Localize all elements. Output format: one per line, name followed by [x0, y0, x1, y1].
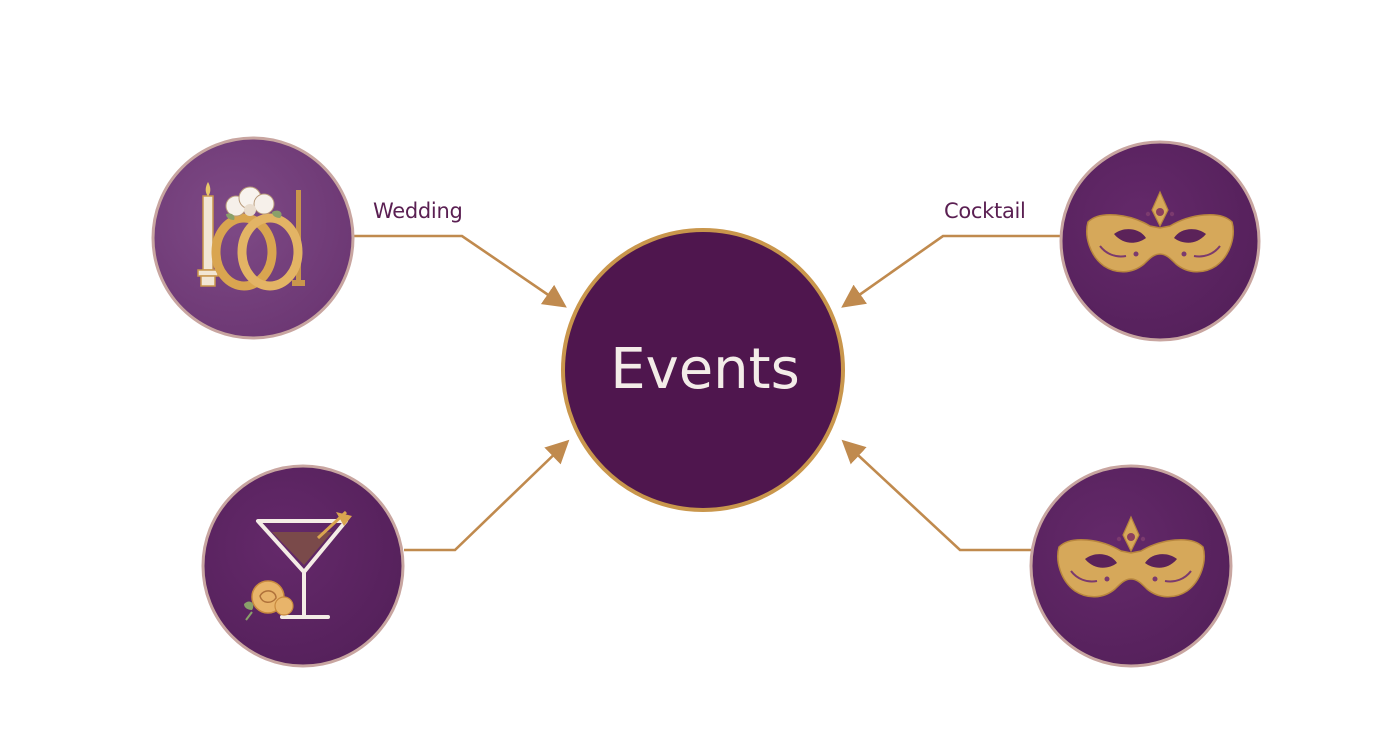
connector-masquerade: [841, 439, 1032, 552]
connector-cocktail-glass: [404, 439, 570, 552]
node-wedding: [151, 136, 355, 340]
label-cocktail: Cocktail: [944, 199, 1026, 223]
node-cocktail-glass: [201, 464, 405, 668]
label-wedding: Wedding: [373, 199, 463, 223]
node-masquerade: [1029, 464, 1233, 668]
hub-label: Events: [610, 337, 800, 402]
martini-glass-rose-icon: [244, 510, 352, 621]
hub-circle: [561, 228, 845, 512]
connector-wedding: [352, 234, 567, 308]
connector-cocktail: [841, 234, 1060, 308]
node-cocktail: [1059, 140, 1261, 342]
wedding-rings-candles-icon: [197, 182, 305, 291]
